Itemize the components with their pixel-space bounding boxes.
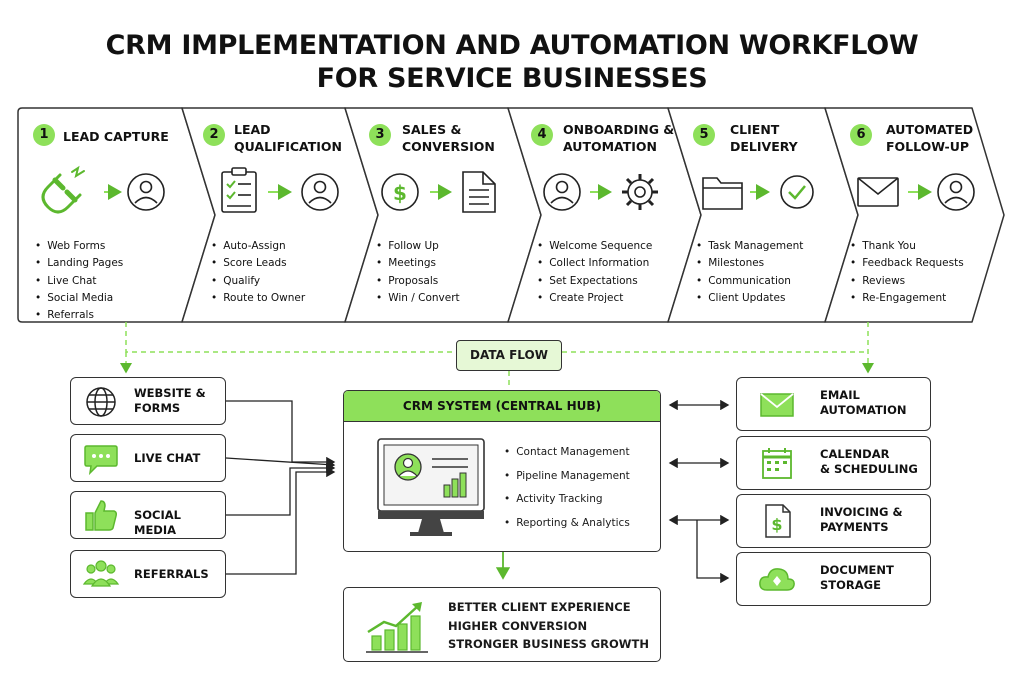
list-item: Task Management (696, 238, 803, 255)
list-item: Re-Engagement (850, 290, 964, 307)
growth-chart-icon (366, 602, 428, 653)
stage-6-list: Thank You Feedback Requests Reviews Re-E… (850, 238, 964, 307)
user-icon (937, 173, 975, 211)
stage-number-1: 1 (33, 124, 55, 146)
list-item: Communication (696, 273, 803, 290)
list-item: Activity Tracking (504, 488, 630, 512)
source-label: REFERRALS (134, 567, 209, 581)
outcome-line: STRONGER BUSINESS GROWTH (448, 637, 649, 651)
document-icon (462, 171, 496, 213)
user-icon (543, 173, 581, 211)
magnet-icon (41, 165, 85, 214)
stage-4-list: Welcome Sequence Collect Information Set… (537, 238, 652, 307)
list-item: Social Media (35, 290, 123, 307)
svg-text:$: $ (393, 181, 407, 205)
stage-number-4: 4 (531, 124, 553, 146)
list-item: Proposals (376, 273, 460, 290)
gear-icon (622, 174, 658, 210)
stage-title-4: ONBOARDING &AUTOMATION (563, 122, 675, 154)
envelope-icon (760, 393, 794, 417)
globe-icon (86, 387, 116, 417)
list-item: Live Chat (35, 273, 123, 290)
stage-5-list: Task Management Milestones Communication… (696, 238, 803, 307)
list-item: Meetings (376, 255, 460, 272)
list-item: Qualify (211, 273, 305, 290)
page-title-line1: CRM IMPLEMENTATION AND AUTOMATION WORKFL… (105, 30, 919, 61)
integration-label: INVOICING &PAYMENTS (820, 505, 903, 534)
crm-hub: CRM SYSTEM (CENTRAL HUB) Contact Managem… (343, 390, 661, 552)
checklist-icon (221, 167, 257, 213)
list-item: Thank You (850, 238, 964, 255)
list-item: Contact Management (504, 441, 630, 465)
calendar-icon (762, 448, 792, 479)
source-live-chat: LIVE CHAT (70, 434, 226, 482)
stage-title-1: LEAD CAPTURE (63, 129, 169, 144)
source-label: LIVE CHAT (134, 451, 201, 465)
stage-title-3: SALES &CONVERSION (402, 122, 495, 154)
crm-hub-features: Contact Management Pipeline Management A… (504, 441, 630, 535)
user-icon (127, 173, 165, 211)
source-label: WEBSITE &FORMS (134, 386, 206, 415)
stage-2-list: Auto-Assign Score Leads Qualify Route to… (211, 238, 305, 307)
source-label: SOCIAL MEDIA (134, 508, 182, 537)
folder-icon (702, 177, 743, 210)
list-item: Win / Convert (376, 290, 459, 307)
outcome-box: BETTER CLIENT EXPERIENCE HIGHER CONVERSI… (343, 587, 661, 662)
dollar-icon: $ (381, 173, 419, 211)
list-item: Web Forms (35, 238, 123, 255)
list-item: Reviews (850, 273, 964, 290)
integration-calendar: CALENDAR& SCHEDULING (736, 436, 931, 490)
stage-number-5: 5 (693, 124, 715, 146)
stage-1-list: Web Forms Landing Pages Live Chat Social… (35, 238, 123, 324)
list-item: Landing Pages (35, 255, 123, 272)
list-item: Pipeline Management (504, 465, 630, 489)
list-item: Feedback Requests (850, 255, 963, 272)
cloud-icon (759, 568, 795, 591)
page-title-line2: FOR SERVICE BUSINESSES (316, 63, 708, 94)
source-website-forms: WEBSITE &FORMS (70, 377, 226, 425)
check-circle-icon (780, 175, 814, 209)
data-flow-label: DATA FLOW (456, 340, 562, 371)
list-item: Set Expectations (537, 273, 652, 290)
list-item: Client Updates (696, 290, 803, 307)
user-icon (301, 173, 339, 211)
stage-number-3: 3 (369, 124, 391, 146)
list-item: Score Leads (211, 255, 305, 272)
chat-bubble-icon (84, 445, 118, 476)
source-referrals: REFERRALS (70, 550, 226, 598)
outcome-text: BETTER CLIENT EXPERIENCE HIGHER CONVERSI… (448, 598, 649, 654)
list-item: Milestones (696, 255, 803, 272)
list-item: Auto-Assign (211, 238, 305, 255)
list-item: Referrals (35, 307, 123, 324)
svg-text:$: $ (771, 515, 782, 534)
stage-number-2: 2 (203, 124, 225, 146)
list-item: Create Project (537, 290, 652, 307)
list-item: Collect Information (537, 255, 652, 272)
list-item: Welcome Sequence (537, 238, 652, 255)
list-item: Follow Up (376, 238, 460, 255)
list-item: Route to Owner (211, 290, 305, 307)
invoice-icon: $ (765, 504, 791, 538)
stage-3-list: Follow Up Meetings Proposals Win / Conve… (376, 238, 460, 307)
monitor-icon (377, 438, 485, 536)
stage-number-6: 6 (850, 124, 872, 146)
integration-invoicing: $ INVOICING &PAYMENTS (736, 494, 931, 548)
source-social-media: SOCIAL MEDIA (70, 491, 226, 539)
outcome-line: HIGHER CONVERSION (448, 618, 588, 633)
people-icon (82, 560, 120, 587)
envelope-icon (857, 177, 899, 207)
integration-label: CALENDAR& SCHEDULING (820, 447, 918, 476)
thumbs-up-icon (85, 500, 117, 531)
outcome-line: BETTER CLIENT EXPERIENCE (448, 600, 631, 614)
crm-hub-title: CRM SYSTEM (CENTRAL HUB) (344, 391, 660, 422)
list-item: Reporting & Analytics (504, 512, 630, 536)
